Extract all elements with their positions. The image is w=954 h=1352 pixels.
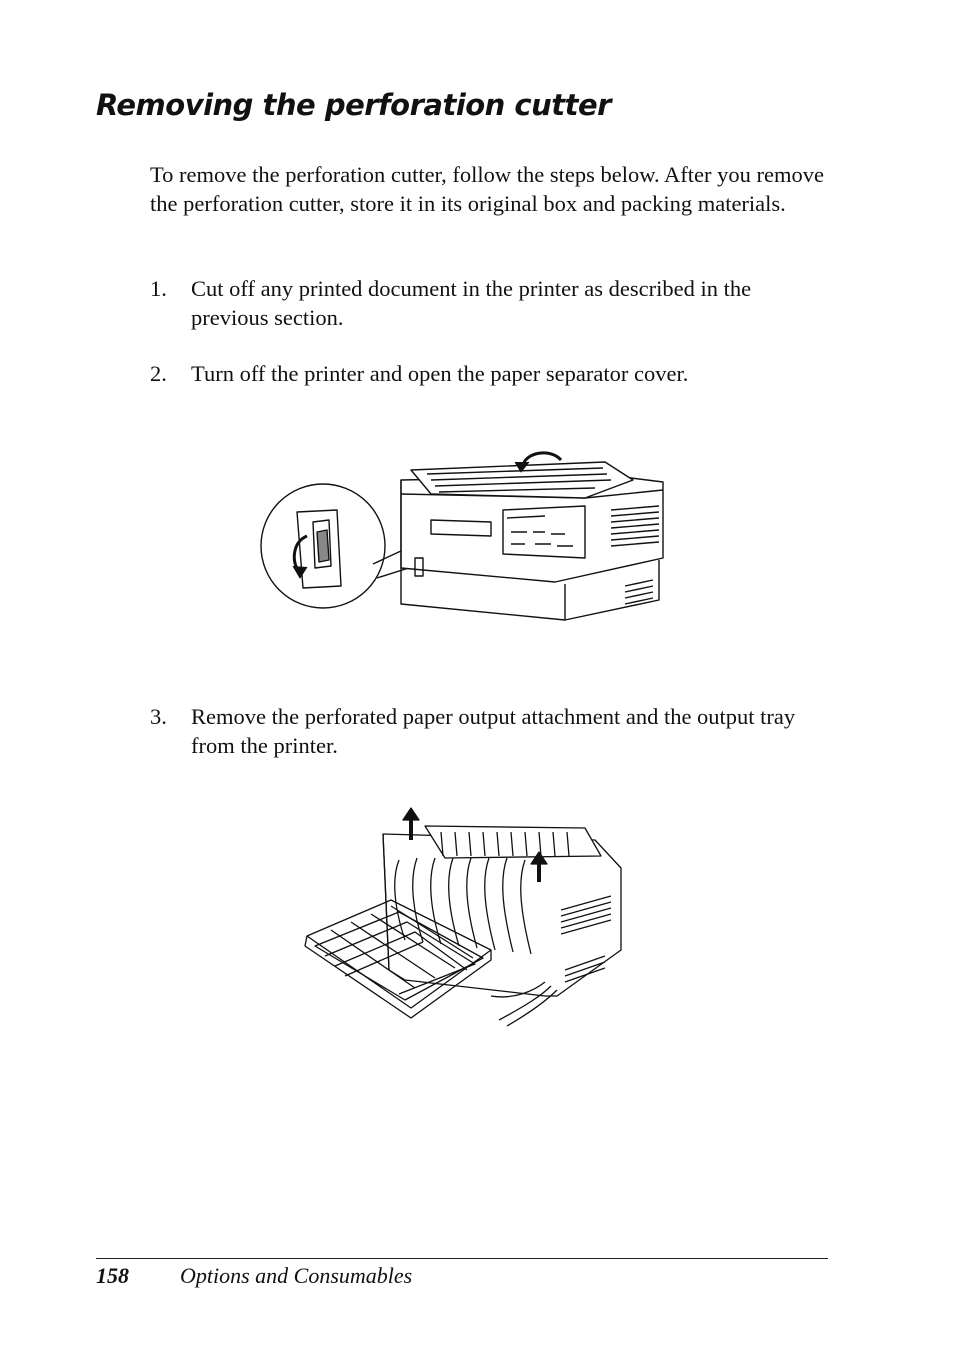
output-tray-removal-illustration: [304, 807, 622, 1027]
step-text: Remove the perforated paper output attac…: [191, 704, 796, 758]
step-number: 2.: [150, 361, 167, 386]
step-text: Cut off any printed document in the prin…: [191, 276, 752, 330]
footer-section-title: Options and Consumables: [180, 1263, 413, 1288]
intro-paragraph: To remove the perforation cutter, follow…: [150, 162, 824, 216]
page-number: 158: [96, 1263, 129, 1288]
step-number: 1.: [150, 276, 167, 301]
step-text: Turn off the printer and open the paper …: [191, 361, 689, 386]
section-heading: Removing the perforation cutter: [96, 88, 611, 122]
footer-divider: [96, 1258, 828, 1259]
step-number: 3.: [150, 704, 167, 729]
printer-power-off-illustration: [260, 451, 664, 621]
